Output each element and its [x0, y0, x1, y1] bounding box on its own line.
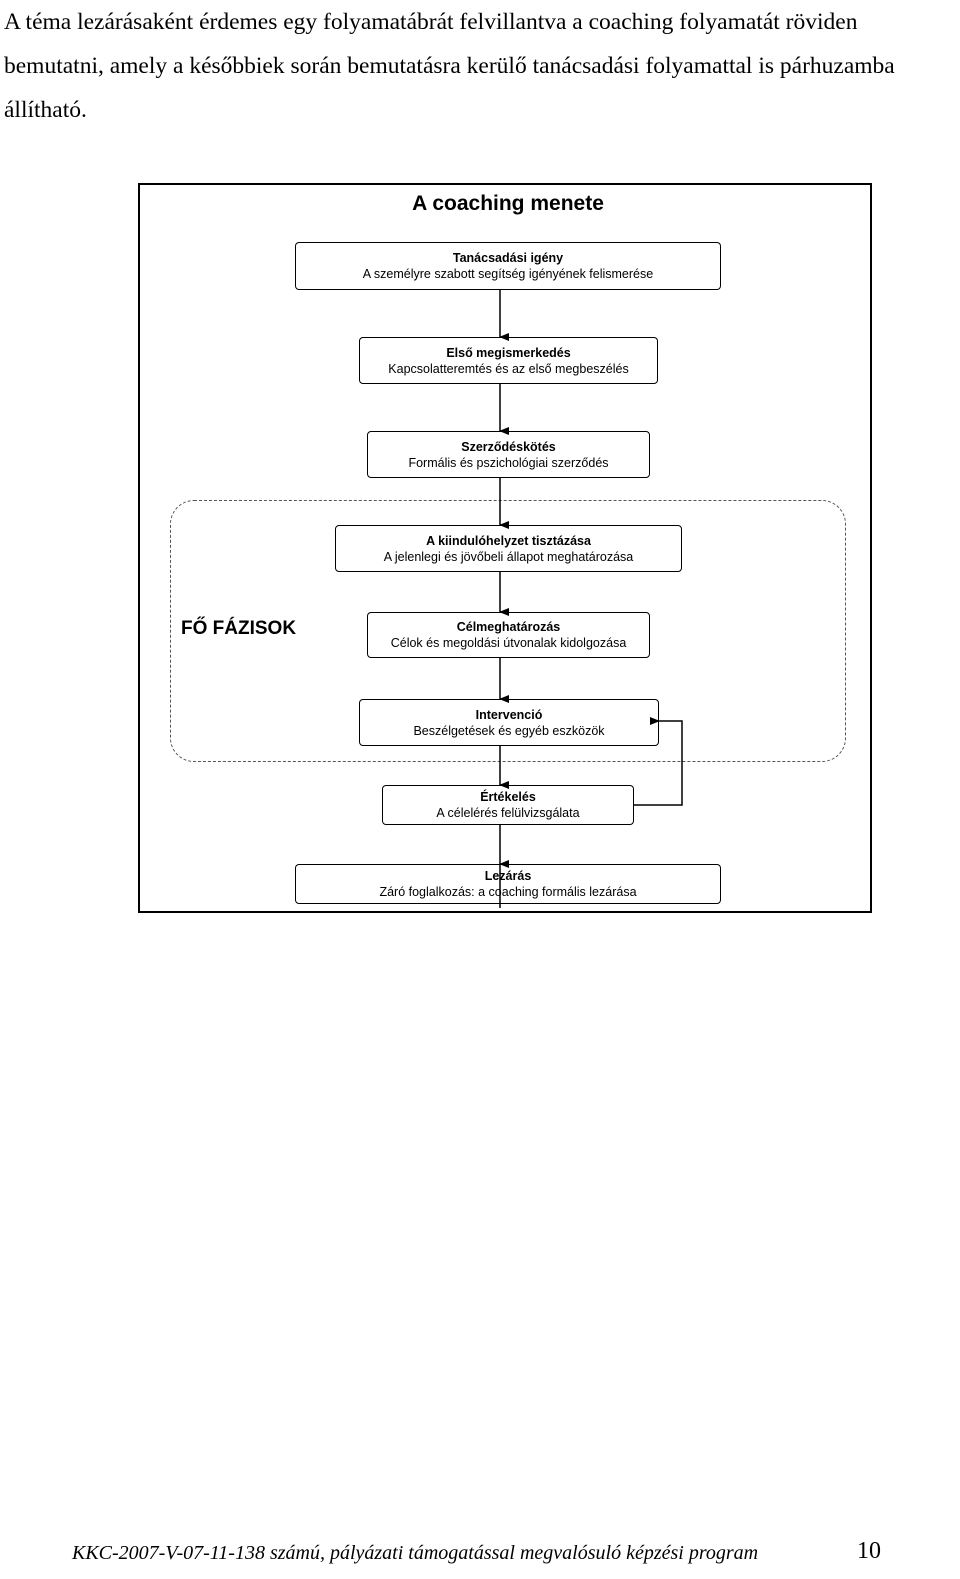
step-description: A célelérés felülvizsgálata — [436, 806, 580, 820]
step-title: Értékelés — [480, 790, 536, 804]
intro-paragraph: A téma lezárásaként érdemes egy folyamat… — [4, 9, 895, 123]
diagram-frame — [138, 183, 872, 913]
step-initial-situation: A kiindulóhelyzet tisztázása A jelenlegi… — [335, 525, 682, 572]
step-consulting-need: Tanácsadási igény A személyre szabott se… — [295, 242, 721, 290]
step-title: Tanácsadási igény — [452, 251, 564, 265]
main-phases-region — [170, 500, 846, 762]
step-description: Célok és megoldási útvonalak kidolgozása — [390, 636, 627, 650]
step-description: A jelenlegi és jövőbeli állapot meghatár… — [383, 549, 634, 564]
step-title: Intervenció — [475, 707, 543, 722]
step-evaluation: Értékelés A célelérés felülvizsgálata — [382, 785, 634, 825]
footer-text: KKC-2007-V-07-11-138 számú, pályázati tá… — [72, 1542, 759, 1564]
step-title: Első megismerkedés — [446, 345, 571, 360]
step-description: Beszélgetések és egyéb eszközök — [413, 723, 605, 738]
feedback-loop-arrow — [634, 717, 683, 806]
step-title: Szerződéskötés — [461, 439, 556, 454]
main-phases-label: FŐ FÁZISOK — [181, 618, 297, 639]
step-intervention: Intervenció Beszélgetések és egyéb eszkö… — [359, 699, 659, 746]
step-title: Lezárás — [484, 869, 532, 883]
diagram-title: A coaching menete — [412, 192, 604, 215]
step-contracting: Szerződéskötés Formális és pszichológiai… — [367, 431, 650, 478]
step-closure: Lezárás Záró foglalkozás: a coaching for… — [295, 864, 721, 904]
step-title: A kiindulóhelyzet tisztázása — [426, 533, 591, 548]
page-number: 10 — [857, 1538, 881, 1564]
step-description: Formális és pszichológiai szerződés — [408, 455, 609, 470]
step-description: A személyre szabott segítség igényének f… — [362, 267, 654, 281]
step-goal-setting: Célmeghatározás Célok és megoldási útvon… — [367, 612, 650, 658]
step-title: Célmeghatározás — [456, 620, 561, 634]
step-first-meeting: Első megismerkedés Kapcsolatteremtés és … — [359, 337, 658, 384]
step-description: Kapcsolatteremtés és az első megbeszélés — [388, 361, 629, 376]
step-description: Záró foglalkozás: a coaching formális le… — [379, 885, 637, 899]
